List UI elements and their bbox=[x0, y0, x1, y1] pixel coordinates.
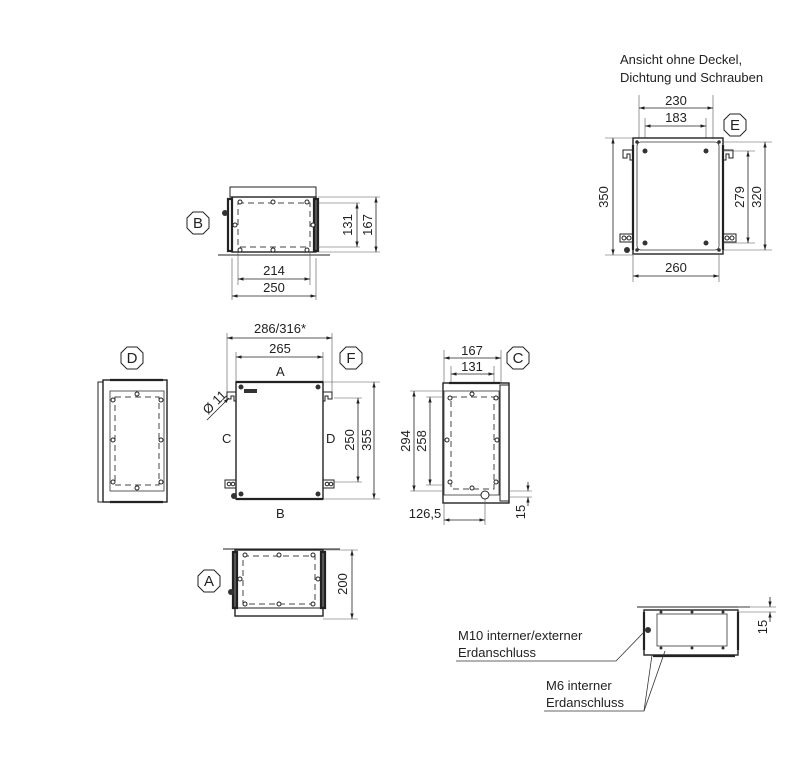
view-label-f: F bbox=[346, 350, 355, 367]
dim-e-320: 320 bbox=[749, 186, 764, 208]
view-label-d: D bbox=[127, 350, 138, 367]
view-f: 286/316* 265 F A B C D Ø 11 250 bbox=[200, 321, 380, 521]
view-label-badge-a bbox=[197, 569, 221, 593]
enclosure-body-f bbox=[235, 381, 324, 500]
callout-m6-line1: M6 interner bbox=[546, 678, 612, 693]
callout-m6-line2: Erdanschluss bbox=[546, 695, 625, 710]
callout-m6-leader-2 bbox=[643, 650, 666, 712]
callout-m10-line2: Erdanschluss bbox=[458, 645, 537, 660]
dim-c-15: 15 bbox=[513, 505, 528, 519]
view-label-badge-f bbox=[339, 346, 363, 370]
dim-e-350: 350 bbox=[596, 186, 611, 208]
view-a: A 200 bbox=[197, 548, 358, 620]
dim-e-260: 260 bbox=[665, 260, 687, 275]
dim-f-265: 265 bbox=[269, 341, 291, 356]
view-label-badge-c bbox=[506, 346, 530, 370]
view-label-c: C bbox=[513, 350, 524, 367]
view-label-a: A bbox=[204, 573, 214, 590]
view-d: D bbox=[97, 346, 168, 504]
dim-b-167: 167 bbox=[360, 214, 375, 236]
enclosure-body-b bbox=[231, 196, 317, 253]
dim-e-230: 230 bbox=[665, 93, 687, 108]
enclosure-body-e bbox=[632, 137, 724, 255]
view-detail: 15 M10 interner/externer Erdanschluss M6… bbox=[456, 597, 776, 712]
view-c: 167 131 C 294 258 126,5 bbox=[398, 343, 532, 525]
dim-f-286-316: 286/316* bbox=[254, 321, 306, 336]
callout-m10-line1: M10 interner/externer bbox=[458, 628, 583, 643]
dim-b-131: 131 bbox=[340, 214, 355, 236]
dim-a-200: 200 bbox=[335, 573, 350, 595]
dim-c-167: 167 bbox=[461, 343, 483, 358]
view-e: Ansicht ohne Deckel, Dichtung und Schrau… bbox=[596, 52, 772, 282]
side-label-c: C bbox=[222, 431, 231, 446]
dim-f-355: 355 bbox=[359, 429, 374, 451]
side-label-a: A bbox=[276, 364, 285, 379]
view-label-e: E bbox=[730, 117, 740, 134]
logo-plate bbox=[244, 389, 257, 393]
dim-f-hole-diameter: Ø 11 bbox=[200, 387, 230, 417]
side-label-b: B bbox=[276, 506, 285, 521]
view-label-b: B bbox=[193, 215, 203, 232]
dim-c-258: 258 bbox=[414, 430, 429, 452]
view-label-badge-e bbox=[723, 113, 747, 137]
dim-c-294: 294 bbox=[398, 430, 413, 452]
note-line-2: Dichtung und Schrauben bbox=[620, 70, 763, 85]
dim-c-131: 131 bbox=[461, 359, 483, 374]
side-label-d: D bbox=[326, 431, 335, 446]
note-line-1: Ansicht ohne Deckel, bbox=[620, 52, 742, 67]
view-label-badge-b bbox=[186, 211, 210, 235]
callout-m10-leader bbox=[456, 630, 646, 662]
dim-detail-15: 15 bbox=[755, 620, 770, 634]
dim-c-126-5: 126,5 bbox=[409, 506, 442, 521]
dim-b-214: 214 bbox=[263, 263, 285, 278]
view-b: B 131 167 214 250 bbox=[186, 186, 380, 300]
view-label-badge-d bbox=[120, 346, 144, 370]
dim-e-183: 183 bbox=[665, 110, 687, 125]
dim-b-250: 250 bbox=[263, 280, 285, 295]
dim-f-250: 250 bbox=[342, 429, 357, 451]
dim-e-279: 279 bbox=[732, 186, 747, 208]
